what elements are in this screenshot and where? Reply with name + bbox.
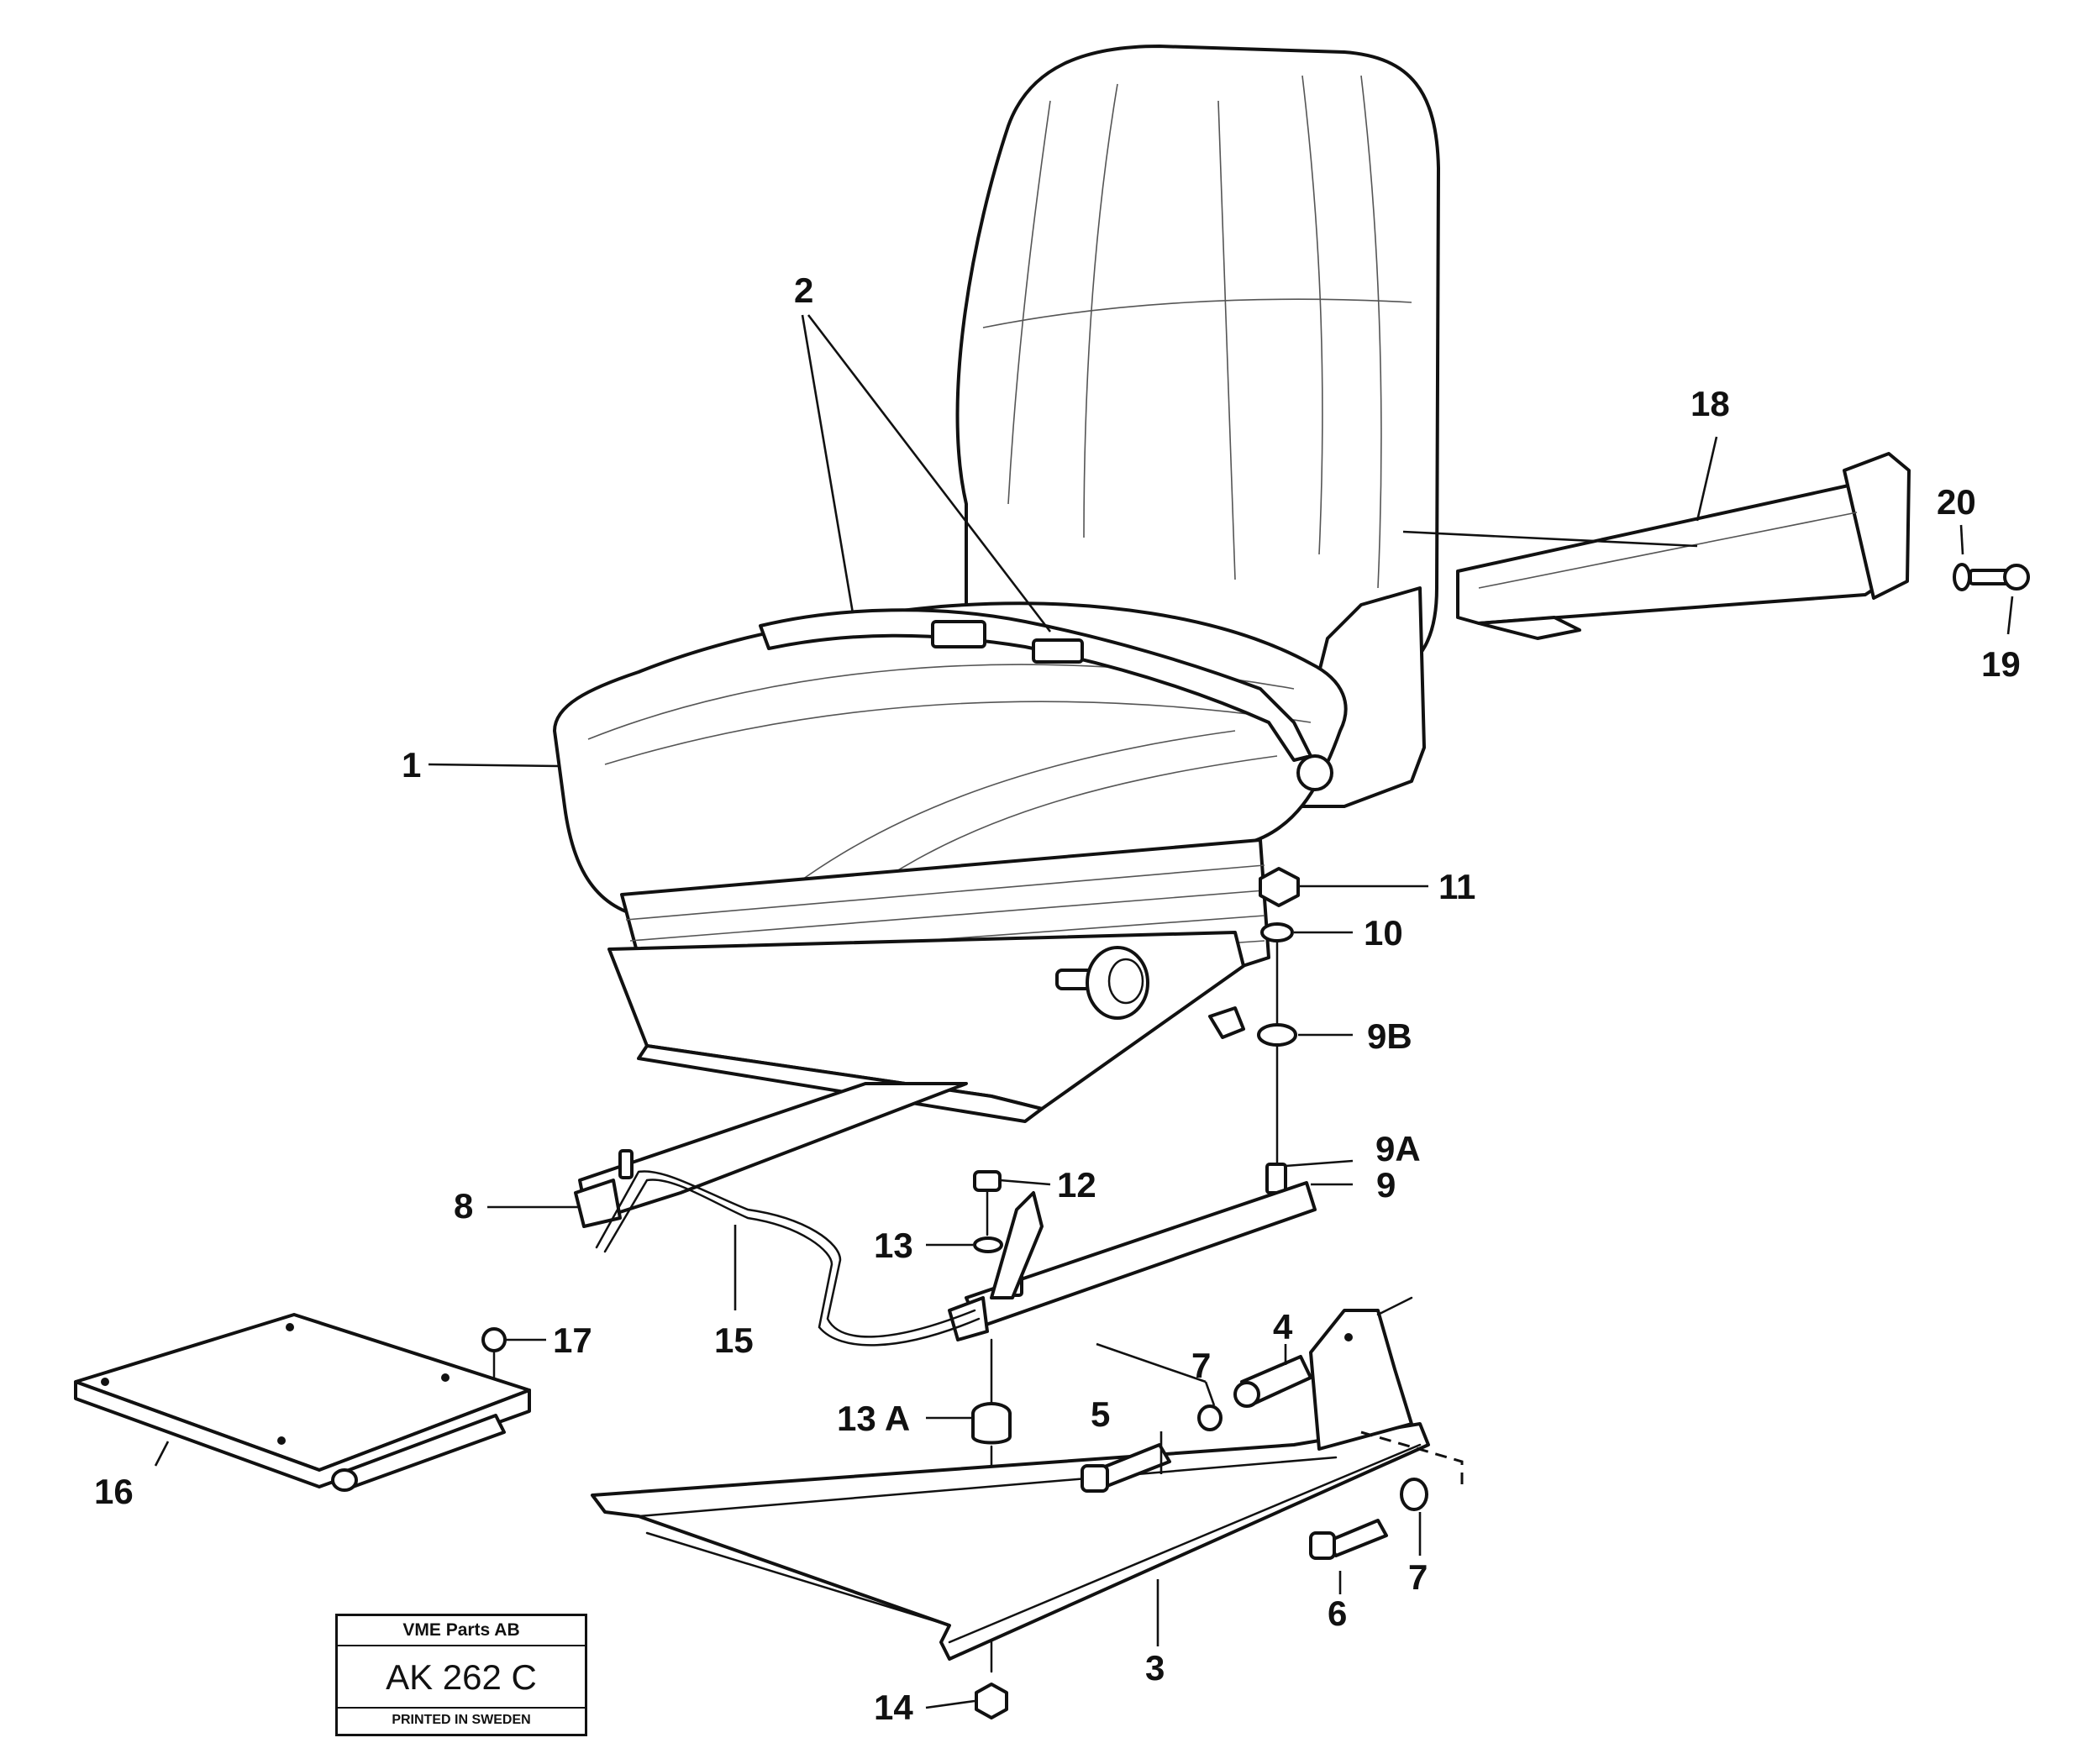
callouts: 1 2 3 4 5 6 7 7 8 9 9A 9B 10 11 12 13 13… bbox=[94, 270, 2021, 1727]
seat-backrest bbox=[955, 45, 1440, 682]
callout-9a: 9A bbox=[1375, 1129, 1421, 1168]
fastener-stack bbox=[1257, 867, 1300, 1194]
callout-11: 11 bbox=[1438, 867, 1475, 906]
callout-3: 3 bbox=[1145, 1648, 1165, 1688]
adjust-lever bbox=[595, 1170, 981, 1347]
callout-2: 2 bbox=[794, 270, 813, 310]
callout-19: 19 bbox=[1981, 644, 2021, 684]
callout-7a: 7 bbox=[1191, 1346, 1211, 1385]
seat-belt bbox=[759, 608, 1333, 791]
swivel-plate bbox=[74, 1313, 531, 1492]
callout-13a: 13 A bbox=[837, 1399, 910, 1438]
callout-12: 12 bbox=[1057, 1165, 1096, 1205]
bolt-5 bbox=[1081, 1404, 1223, 1493]
gas-strut bbox=[1233, 1355, 1312, 1408]
callout-7b: 7 bbox=[1408, 1557, 1428, 1597]
bracket bbox=[973, 1170, 1044, 1299]
callout-15: 15 bbox=[714, 1320, 754, 1360]
armrest bbox=[1456, 452, 1911, 640]
bolt-6 bbox=[1309, 1478, 1428, 1560]
stamp-printed: PRINTED IN SWEDEN bbox=[392, 1713, 531, 1727]
leader-lines bbox=[154, 314, 2014, 1709]
callout-13: 13 bbox=[874, 1226, 913, 1265]
mounting-frame bbox=[591, 1296, 1464, 1661]
callout-17: 17 bbox=[553, 1320, 592, 1360]
callout-9b: 9B bbox=[1367, 1016, 1412, 1056]
callout-6: 6 bbox=[1328, 1593, 1347, 1633]
callout-5: 5 bbox=[1091, 1394, 1110, 1434]
callout-1: 1 bbox=[402, 745, 421, 785]
callout-20: 20 bbox=[1937, 482, 1976, 522]
callout-18: 18 bbox=[1691, 384, 1730, 423]
title-stamp: VME Parts AB AK 262 C PRINTED IN SWEDEN bbox=[335, 1614, 587, 1736]
callout-9: 9 bbox=[1376, 1165, 1396, 1205]
spacer-and-nut bbox=[971, 1338, 1012, 1719]
callout-4: 4 bbox=[1273, 1307, 1293, 1347]
stamp-code: AK 262 C bbox=[338, 1646, 585, 1709]
callout-8: 8 bbox=[454, 1186, 473, 1226]
callout-10: 10 bbox=[1364, 913, 1403, 953]
callout-14: 14 bbox=[874, 1688, 913, 1727]
slide-rails bbox=[574, 1082, 1317, 1341]
callout-16: 16 bbox=[94, 1472, 134, 1511]
washer-and-screw bbox=[1953, 563, 2030, 591]
height-adjust-knob bbox=[1055, 946, 1149, 1020]
stamp-company: VME Parts AB bbox=[338, 1616, 585, 1646]
